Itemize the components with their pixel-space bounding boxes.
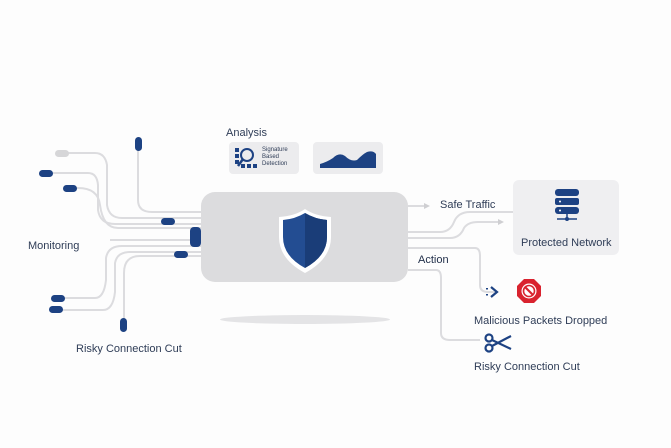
interface-port — [190, 227, 201, 247]
firewall-device — [201, 192, 408, 282]
based-line: Based — [262, 154, 280, 160]
protected-network-card: Protected Network — [513, 180, 619, 255]
endpoint-node — [120, 318, 127, 332]
endpoint-node — [49, 306, 63, 313]
monitoring-label: Monitoring — [28, 240, 80, 252]
no-entry-icon — [517, 279, 541, 303]
protected-network-label: Protected Network — [521, 237, 612, 249]
wave-chart-icon — [320, 151, 376, 168]
endpoint-node — [135, 137, 142, 151]
endpoint-node — [161, 218, 175, 225]
risky-connection-cut-label-left: Risky Connection Cut — [76, 343, 182, 355]
endpoint-node — [63, 185, 77, 192]
endpoint-node — [174, 251, 188, 258]
malicious-packets-dropped-label: Malicious Packets Dropped — [474, 315, 608, 327]
endpoint-node — [39, 170, 53, 177]
scissors-icon — [484, 333, 512, 353]
action-label: Action — [418, 254, 449, 266]
risky-connection-cut-label-right: Risky Connection Cut — [474, 361, 580, 373]
endpoint-node — [51, 295, 65, 302]
server-icon — [555, 189, 579, 221]
signature-line: Signature — [262, 147, 288, 153]
dashed-arrow-icon — [486, 286, 499, 298]
signature-detection-card: Signature Based Detection — [229, 142, 299, 174]
anomaly-chart-card — [313, 142, 383, 174]
endpoint-node — [55, 150, 69, 157]
shield-icon — [279, 209, 331, 273]
device-shadow — [220, 315, 390, 324]
detection-line: Detection — [262, 161, 288, 167]
analysis-title: Analysis — [226, 127, 267, 139]
magnifier-grid-icon — [235, 148, 257, 168]
safe-traffic-label: Safe Traffic — [440, 199, 496, 211]
